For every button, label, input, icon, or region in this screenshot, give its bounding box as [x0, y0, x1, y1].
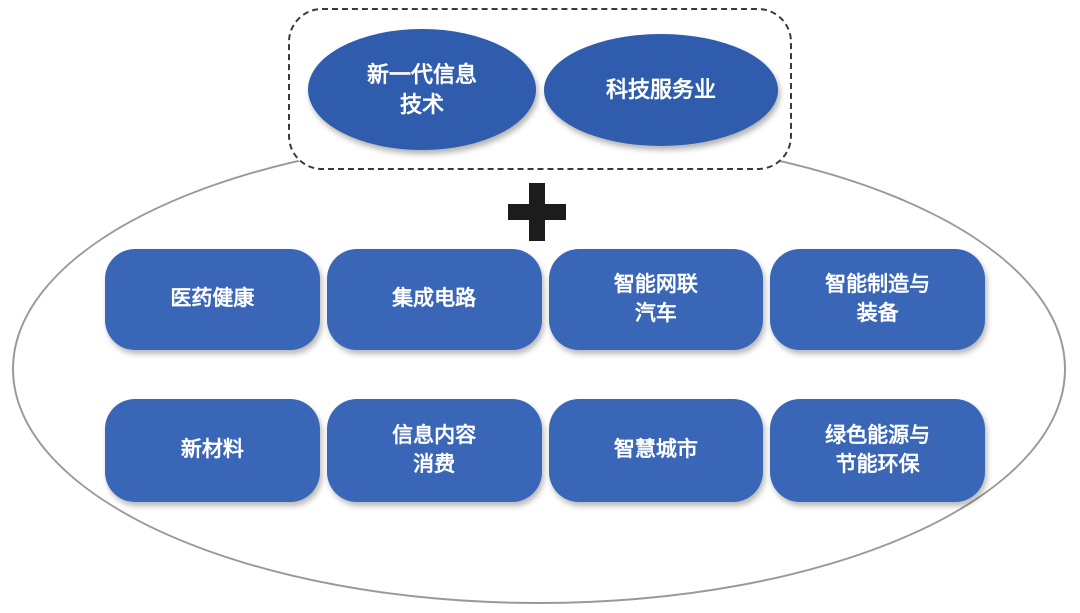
top-dashed-group: 新一代信息 技术 科技服务业 [288, 8, 792, 170]
next-gen-info-tech-label: 新一代信息 技术 [366, 61, 477, 117]
new-materials-label: 新材料 [180, 438, 244, 462]
tech-service-label: 科技服务业 [605, 77, 716, 103]
intelligent-manufacturing-equipment-label: 智能制造与 装备 [825, 273, 931, 325]
tech-service-ellipse: 科技服务业 [544, 34, 778, 146]
biomedicine-health-box: 医药健康 [105, 249, 320, 350]
green-energy-environmental-box: 绿色能源与 节能环保 [770, 399, 985, 502]
plus-icon [508, 183, 566, 241]
intelligent-connected-vehicles-label: 智能网联 汽车 [613, 273, 698, 325]
industry-row-2: 新材料 信息内容 消费 智慧城市 绿色能源与 节能环保 [105, 399, 985, 502]
intelligent-connected-vehicles-box: 智能网联 汽车 [548, 249, 764, 350]
next-gen-info-tech-ellipse: 新一代信息 技术 [308, 29, 536, 150]
biomedicine-health-label: 医药健康 [170, 287, 255, 311]
smart-city-label: 智慧城市 [613, 438, 698, 462]
new-materials-box: 新材料 [105, 399, 320, 502]
smart-city-box: 智慧城市 [548, 399, 764, 502]
integrated-circuits-box: 集成电路 [326, 249, 542, 350]
industry-row-1: 医药健康 集成电路 智能网联 汽车 智能制造与 装备 [105, 249, 985, 350]
plus-vertical-bar [529, 183, 545, 241]
info-content-consumption-box: 信息内容 消费 [326, 399, 542, 502]
integrated-circuits-label: 集成电路 [392, 287, 477, 311]
green-energy-environmental-label: 绿色能源与 节能环保 [825, 424, 931, 476]
info-content-consumption-label: 信息内容 消费 [392, 424, 477, 476]
intelligent-manufacturing-equipment-box: 智能制造与 装备 [770, 249, 985, 350]
